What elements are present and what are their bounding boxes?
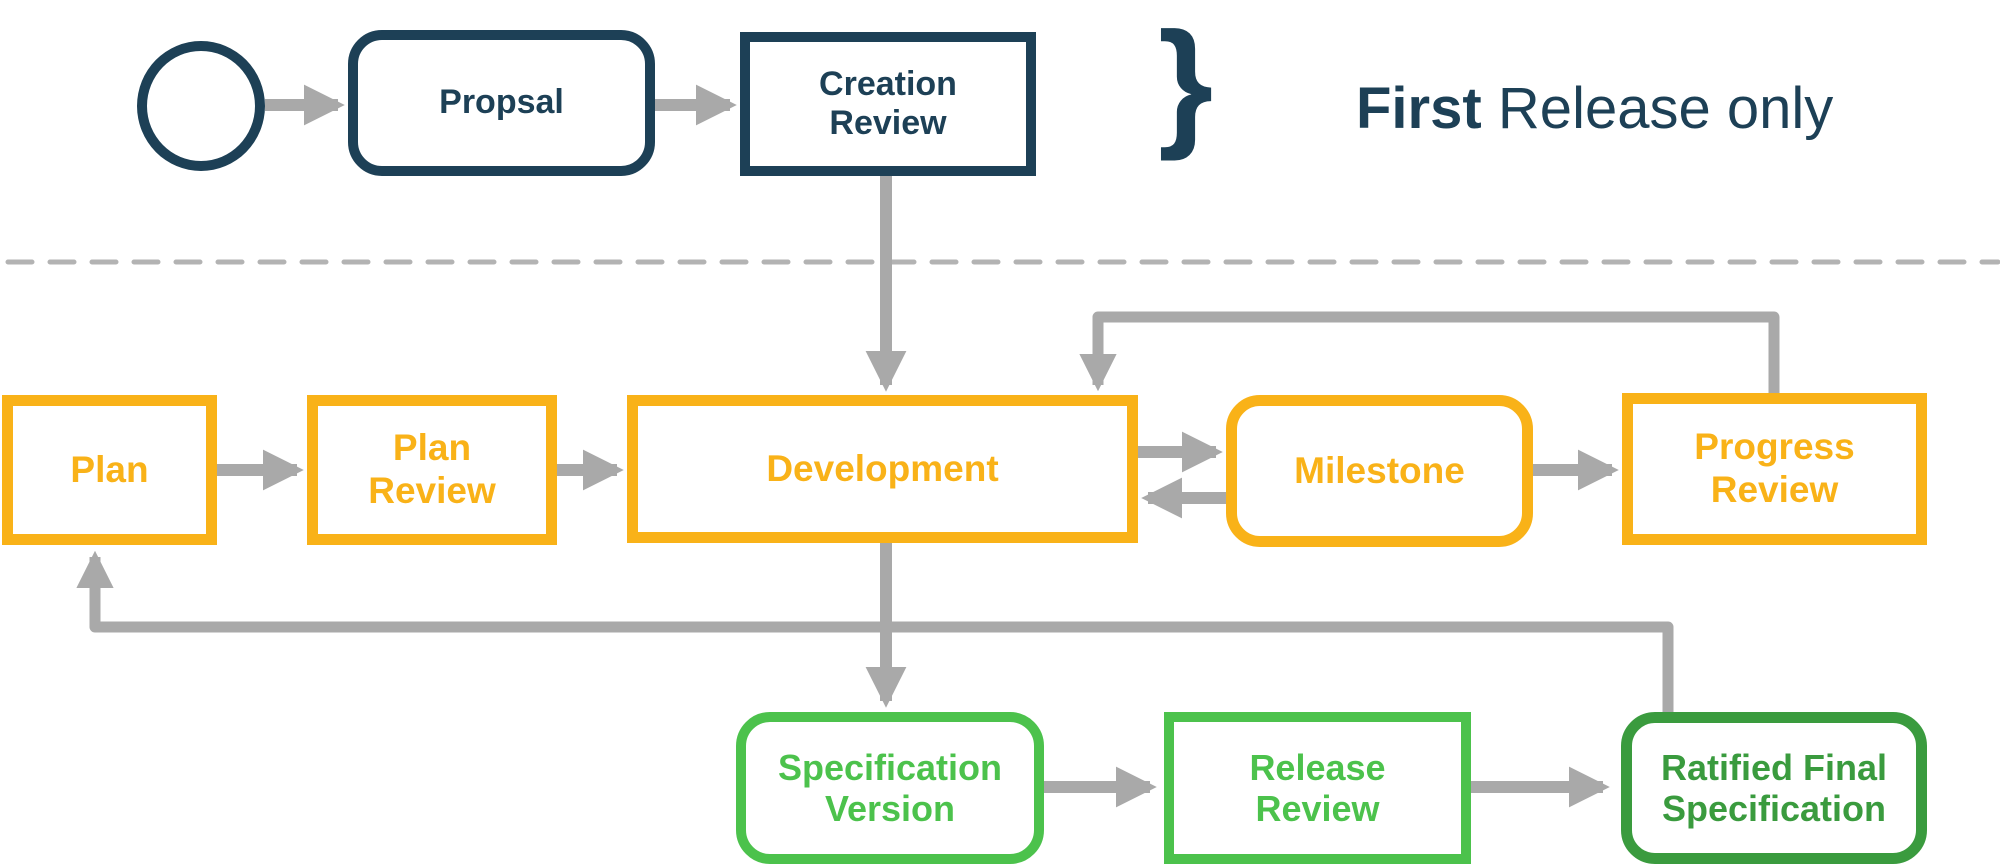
node-development-label: Development bbox=[766, 447, 999, 489]
node-proposal-label: Propsal bbox=[439, 83, 564, 122]
first-release-note-bold: First bbox=[1356, 76, 1482, 141]
node-plan-review: Plan Review bbox=[307, 395, 557, 545]
curly-brace: } bbox=[1158, 3, 1214, 162]
node-release-review-label: Release Review bbox=[1249, 746, 1386, 829]
node-release-review: Release Review bbox=[1164, 712, 1471, 864]
node-plan-review-label: Plan Review bbox=[368, 427, 496, 511]
node-plan: Plan bbox=[2, 395, 217, 545]
arrow-progress-review-to-development-loop bbox=[1079, 311, 1780, 395]
node-milestone-label: Milestone bbox=[1294, 449, 1465, 491]
arrow-ratified-to-plan-loop bbox=[76, 550, 1674, 712]
node-creation-review: Creation Review bbox=[740, 32, 1036, 176]
node-plan-label: Plan bbox=[70, 448, 149, 490]
node-proposal: Propsal bbox=[348, 30, 655, 176]
node-milestone: Milestone bbox=[1226, 395, 1533, 547]
node-creation-review-label: Creation Review bbox=[819, 64, 957, 142]
node-progress-review-label: Progress Review bbox=[1694, 426, 1855, 510]
node-ratified-final-specification-label: Ratified Final Specification bbox=[1660, 746, 1888, 829]
start-node bbox=[137, 41, 265, 171]
first-release-note-rest: Release only bbox=[1497, 76, 1834, 141]
node-specification-version: Specification Version bbox=[736, 712, 1044, 864]
node-specification-version-label: Specification Version bbox=[777, 746, 1003, 829]
node-ratified-final-specification: Ratified Final Specification bbox=[1621, 712, 1927, 864]
node-development: Development bbox=[627, 395, 1138, 543]
node-progress-review: Progress Review bbox=[1622, 393, 1927, 545]
